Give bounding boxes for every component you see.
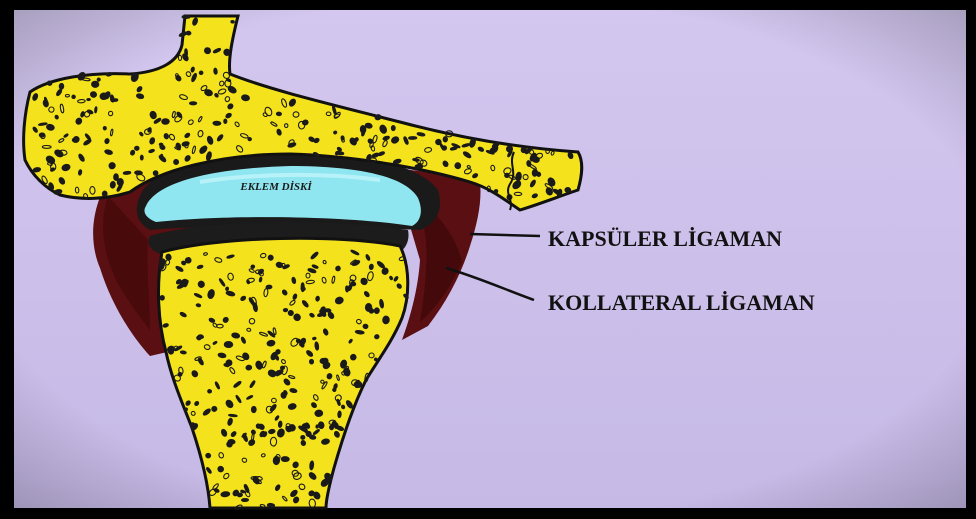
trabecula-spot xyxy=(316,425,319,428)
trabecula-spot xyxy=(91,81,99,87)
trabecula-spot xyxy=(87,98,91,100)
trabecula-spot xyxy=(164,133,169,139)
trabecula-spot xyxy=(309,461,314,470)
trabecula-spot xyxy=(276,112,281,116)
trabecula-spot xyxy=(532,169,538,176)
trabecula-spot xyxy=(229,414,238,417)
trabecula-spot xyxy=(527,160,532,166)
trabecula-spot xyxy=(106,72,112,76)
trabecula-spot xyxy=(267,503,275,507)
trabecula-spot xyxy=(288,310,294,316)
trabecula-spot xyxy=(102,191,107,197)
trabecula-spot xyxy=(165,254,171,261)
trabecula-spot xyxy=(246,365,252,370)
trabecula-spot xyxy=(59,83,64,89)
trabecula-spot xyxy=(338,411,342,418)
trabecula-spot xyxy=(375,114,382,120)
trabecula-spot xyxy=(231,20,235,23)
trabecula-spot xyxy=(455,162,461,168)
trabecula-spot xyxy=(135,146,140,150)
trabecula-spot xyxy=(251,406,256,412)
trabecula-spot xyxy=(153,170,159,176)
trabecula-spot xyxy=(100,93,108,100)
trabecula-spot xyxy=(213,121,221,125)
trabecula-spot xyxy=(278,421,282,428)
trabecula-spot xyxy=(309,359,313,364)
trabecula-spot xyxy=(196,303,201,307)
trabecula-spot xyxy=(301,436,305,440)
trabecula-spot xyxy=(111,95,114,101)
trabecula-spot xyxy=(196,336,201,341)
trabecula-spot xyxy=(369,264,374,270)
trabecula-spot xyxy=(225,287,229,291)
trabecula-spot xyxy=(103,126,106,130)
trabecula-spot xyxy=(140,155,143,160)
trabecula-spot xyxy=(301,283,304,292)
trabecula-spot xyxy=(160,154,163,159)
trabecula-spot xyxy=(162,119,170,125)
trabecula-spot xyxy=(248,137,252,140)
trabecula-spot xyxy=(190,102,197,105)
trabecula-spot xyxy=(382,316,389,324)
trabecula-spot xyxy=(114,174,119,181)
trabecula-spot xyxy=(329,425,334,430)
trabecula-spot xyxy=(316,296,320,301)
trabecula-spot xyxy=(185,257,191,263)
trabecula-spot xyxy=(186,31,191,35)
trabecula-spot xyxy=(363,324,368,329)
trabecula-spot xyxy=(565,188,571,193)
trabecula-spot xyxy=(214,68,218,74)
trabecula-spot xyxy=(71,95,75,99)
trabecula-spot xyxy=(333,131,337,135)
trabecula-spot xyxy=(182,15,190,18)
trabecula-spot xyxy=(345,286,348,292)
trabecula-spot xyxy=(241,94,250,101)
capsular-ligament-label: KAPSÜLER LİGAMAN xyxy=(548,226,782,251)
trabecula-spot xyxy=(78,169,82,175)
trabecula-spot xyxy=(350,354,356,360)
trabecula-spot xyxy=(199,71,203,75)
disc-label: EKLEM DİSKİ xyxy=(239,181,312,193)
trabecula-spot xyxy=(532,156,540,163)
trabecula-spot xyxy=(374,334,379,339)
trabecula-spot xyxy=(413,158,420,161)
trabecula-spot xyxy=(374,308,380,314)
trabecula-spot xyxy=(168,348,174,354)
trabecula-spot xyxy=(185,49,188,57)
trabecula-spot xyxy=(350,281,356,286)
trabecula-spot xyxy=(443,137,447,142)
trabecula-spot xyxy=(391,126,395,131)
trabecula-spot xyxy=(409,137,417,140)
trabecula-spot xyxy=(110,181,116,188)
trabecula-spot xyxy=(224,341,233,347)
trabecula-spot xyxy=(312,337,316,340)
trabecula-spot xyxy=(97,78,101,82)
trabecula-spot xyxy=(259,277,262,282)
trabecula-spot xyxy=(341,405,345,409)
trabecula-spot xyxy=(94,107,97,113)
trabecula-spot xyxy=(207,389,211,393)
collateral-ligament-label: KOLLATERAL LİGAMAN xyxy=(548,290,815,315)
trabecula-spot xyxy=(283,308,287,311)
trabecula-spot xyxy=(365,303,372,311)
trabecula-spot xyxy=(221,491,230,497)
trabecula-spot xyxy=(135,171,143,175)
trabecula-spot xyxy=(315,410,323,417)
trabecula-spot xyxy=(224,119,227,123)
trabecula-spot xyxy=(160,295,164,300)
trabecula-spot xyxy=(123,171,131,174)
trabecula-spot xyxy=(281,457,289,462)
trabecula-spot xyxy=(273,456,280,465)
trabecula-spot xyxy=(228,439,235,444)
trabecula-spot xyxy=(47,81,52,86)
trabecula-spot xyxy=(318,421,324,428)
trabecula-spot xyxy=(180,351,186,355)
trabecula-spot xyxy=(241,498,248,501)
trabecula-spot xyxy=(205,453,210,458)
